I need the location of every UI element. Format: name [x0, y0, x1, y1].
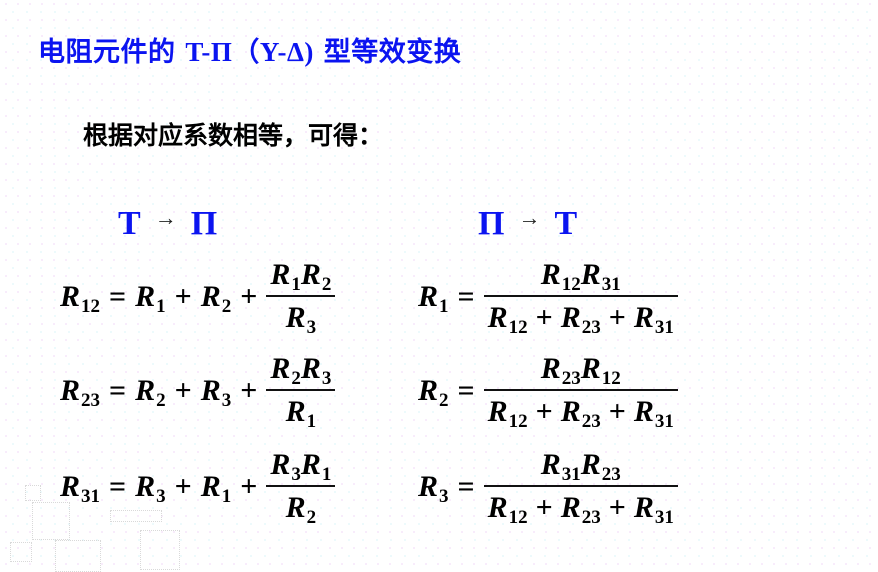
right-arrow-icon: → — [518, 205, 541, 230]
slide-subtitle: 根据对应系数相等，可得： — [83, 121, 384, 150]
denominator: R1 — [285, 395, 317, 432]
fraction: R31R23 R12+R23+R31 — [483, 448, 678, 528]
equation-r31: R31 = R3 + R1 + R3R1 R2 — [60, 448, 336, 528]
equals-sign: = — [109, 373, 127, 407]
fraction-bar — [266, 389, 336, 391]
plus-sign: + — [174, 469, 192, 503]
fraction: R23R12 R12+R23+R31 — [483, 352, 678, 432]
lhs-var: R31 — [60, 469, 101, 507]
term-var: R3 — [135, 469, 166, 507]
fraction: R12R31 R12+R23+R31 — [483, 258, 678, 338]
equals-sign: = — [109, 279, 127, 313]
fraction: R3R1 R2 — [266, 448, 336, 528]
denominator: R12+R23+R31 — [487, 491, 674, 528]
plus-sign: + — [240, 469, 258, 503]
fraction-bar — [483, 295, 678, 297]
numerator: R1R2 — [270, 258, 332, 295]
lhs-var: R3 — [418, 469, 449, 507]
column-heading-t-to-pi: T → Π — [118, 205, 217, 243]
equals-sign: = — [457, 373, 475, 407]
plus-sign: + — [174, 373, 192, 407]
heading-from: Π — [478, 205, 505, 242]
numerator: R31R23 — [540, 448, 621, 485]
term-var: R1 — [200, 469, 232, 507]
denominator: R12+R23+R31 — [487, 395, 674, 432]
lhs-var: R12 — [60, 279, 101, 317]
slide-title: 电阻元件的 T-Π（Y-Δ) 型等效变换 — [38, 30, 461, 69]
term-var: R3 — [200, 373, 232, 411]
equation-r12: R12 = R1 + R2 + R1R2 R3 — [60, 258, 336, 338]
right-arrow-icon: → — [154, 205, 177, 230]
heading-to: T — [554, 205, 578, 242]
heading-to: Π — [190, 205, 218, 242]
lhs-var: R23 — [60, 373, 101, 411]
fraction: R1R2 R3 — [266, 258, 336, 338]
equation-r3: R3 = R31R23 R12+R23+R31 — [418, 448, 678, 528]
plus-sign: + — [174, 279, 192, 313]
title-cn-prefix: 电阻元件的 — [38, 37, 176, 68]
fraction-bar — [266, 295, 336, 297]
lhs-var: R2 — [418, 373, 449, 411]
title-latin: T-Π（Y-Δ) — [185, 37, 314, 67]
heading-from: T — [118, 205, 141, 242]
equation-r23: R23 = R2 + R3 + R2R3 R1 — [60, 352, 336, 432]
equals-sign: = — [457, 469, 475, 503]
fraction-bar — [483, 389, 678, 391]
title-cn-suffix: 型等效变换 — [323, 37, 462, 68]
fraction-bar — [266, 485, 336, 487]
numerator: R3R1 — [270, 448, 332, 485]
fraction: R2R3 R1 — [266, 352, 336, 432]
term-var: R1 — [135, 279, 166, 317]
column-heading-pi-to-t: Π → T — [478, 205, 577, 243]
denominator: R2 — [285, 491, 317, 528]
fraction-bar — [483, 485, 678, 487]
numerator: R2R3 — [270, 352, 332, 389]
term-var: R2 — [200, 279, 232, 317]
plus-sign: + — [240, 373, 258, 407]
equals-sign: = — [109, 469, 127, 503]
equation-r2: R2 = R23R12 R12+R23+R31 — [418, 352, 678, 432]
numerator: R23R12 — [540, 352, 621, 389]
equals-sign: = — [457, 279, 475, 313]
equation-r1: R1 = R12R31 R12+R23+R31 — [418, 258, 678, 338]
numerator: R12R31 — [540, 258, 621, 295]
plus-sign: + — [240, 279, 258, 313]
term-var: R2 — [135, 373, 166, 411]
denominator: R12+R23+R31 — [487, 301, 674, 338]
denominator: R3 — [285, 301, 317, 338]
lhs-var: R1 — [418, 279, 449, 317]
